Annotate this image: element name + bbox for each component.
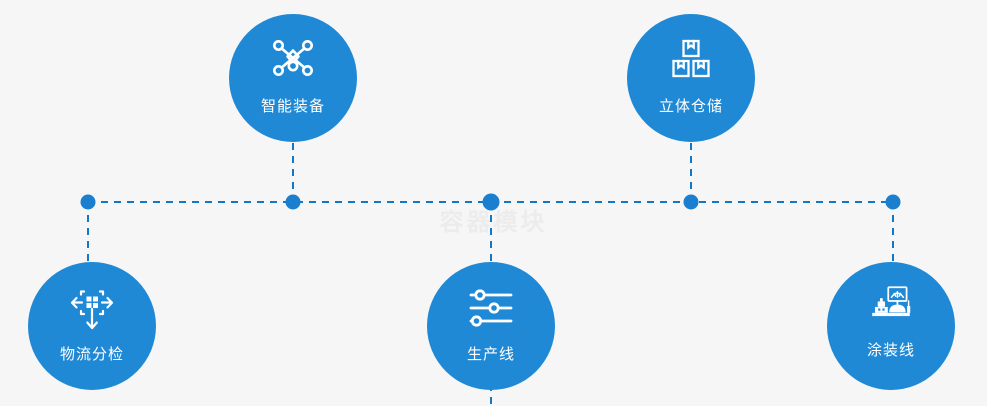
node-logistics-sorting[interactable]: 物流分检 xyxy=(28,262,156,390)
node-label: 涂装线 xyxy=(866,342,915,359)
spine-dot-2 xyxy=(285,194,301,210)
node-stereoscopic-warehouse[interactable]: 立体仓储 xyxy=(627,14,755,142)
spine-dot-3 xyxy=(482,193,500,211)
sliders-icon xyxy=(467,284,515,332)
factory-monitor-icon xyxy=(869,284,913,328)
spine-dot-1 xyxy=(80,194,96,210)
node-label: 立体仓储 xyxy=(658,98,723,115)
node-label: 生产线 xyxy=(466,346,515,363)
node-label: 物流分检 xyxy=(59,346,124,363)
stacked-boxes-icon xyxy=(667,36,715,84)
spine-dot-5 xyxy=(885,194,901,210)
network-nodes-icon xyxy=(269,36,317,84)
node-label: 智能装备 xyxy=(260,98,325,115)
node-production-line[interactable]: 生产线 xyxy=(427,262,555,390)
node-painting-line[interactable]: 涂装线 xyxy=(827,262,955,390)
node-intelligent-equipment[interactable]: 智能装备 xyxy=(229,14,357,142)
spine-dot-4 xyxy=(683,194,699,210)
sorting-arrows-icon xyxy=(68,284,116,332)
